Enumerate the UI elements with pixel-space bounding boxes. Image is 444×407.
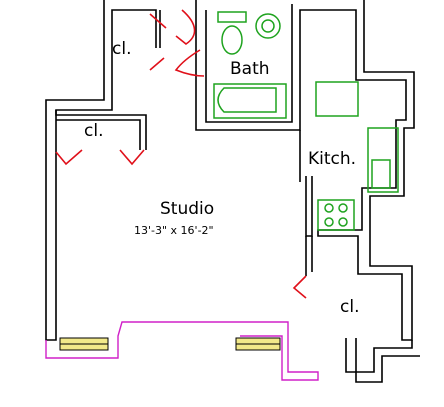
bath-fixtures <box>213 11 287 119</box>
label-studio: Studio <box>160 199 214 219</box>
kitchen-sink-icon <box>371 159 391 189</box>
toilet-bowl-icon <box>221 25 243 55</box>
label-closet-top-left: cl. <box>112 39 131 59</box>
door-closet-main-right <box>119 149 145 166</box>
exterior-wall <box>45 0 420 383</box>
counter-icon <box>367 127 399 193</box>
toilet-tank-icon <box>217 11 247 23</box>
sink-icon <box>255 13 281 39</box>
door-bath <box>174 49 205 77</box>
doors <box>55 9 307 299</box>
label-bath: Bath <box>230 59 270 79</box>
kitchen-fixtures <box>315 81 399 231</box>
windows <box>45 321 319 381</box>
door-closet-bottom-right <box>292 275 307 299</box>
door-hall <box>175 9 196 45</box>
bathtub-icon <box>213 83 287 119</box>
bay-window-outline <box>45 321 319 381</box>
door-closet-top-left <box>149 13 167 71</box>
stove-icon <box>317 199 355 231</box>
door-closet-main-left <box>55 149 83 166</box>
interior-walls <box>55 9 313 276</box>
label-closet-main: cl. <box>84 121 103 141</box>
refrigerator-icon <box>315 81 359 117</box>
label-studio-dimensions: 13'-3" x 16'-2" <box>134 224 214 237</box>
label-closet-bottom-right: cl. <box>340 297 359 317</box>
label-kitchen: Kitch. <box>308 149 356 169</box>
